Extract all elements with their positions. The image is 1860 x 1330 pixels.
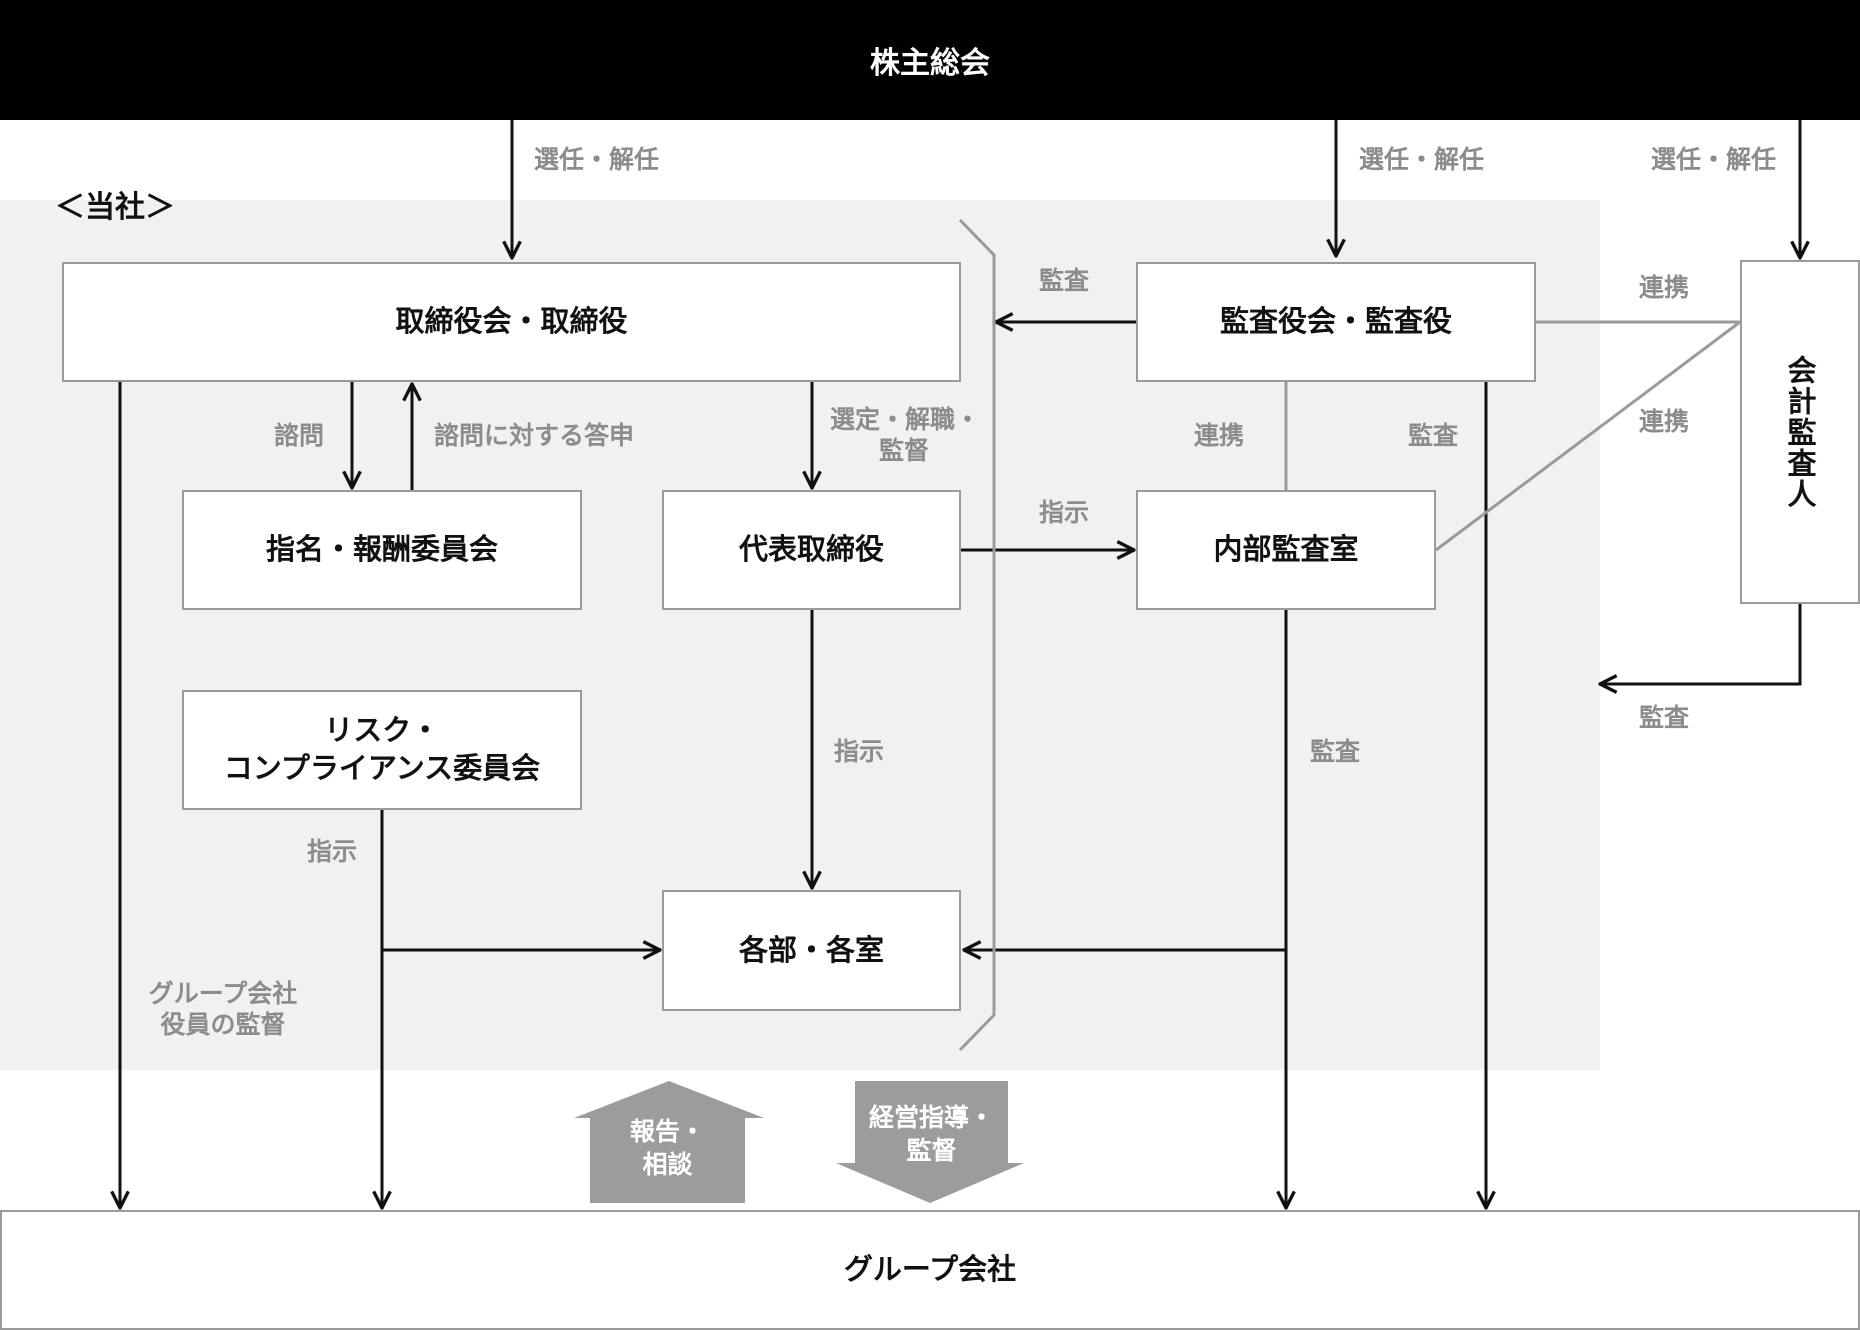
- group-company-box: グループ会社: [0, 1210, 1860, 1330]
- audit-board-box: 監査役会・監査役: [1136, 262, 1536, 382]
- representative-director-box: 代表取締役: [662, 490, 961, 610]
- shareholders-meeting-bar: [0, 0, 1860, 120]
- bracket-line: [958, 218, 996, 1052]
- departments-box: 各部・各室: [662, 890, 961, 1011]
- risk-committee-line2: コンプライアンス委員会: [223, 751, 541, 785]
- label-elect-board: 選任・解任: [534, 145, 660, 174]
- label-consult: 諮問: [274, 421, 325, 450]
- label-instruct-risk: 指示: [307, 837, 358, 866]
- label-renkei-top: 連携: [1639, 273, 1690, 302]
- label-group-supervision-line1: グループ会社: [148, 979, 298, 1008]
- label-group-supervision: グループ会社 役員の監督: [138, 978, 308, 1041]
- nomination-committee-box: 指名・報酬委員会: [182, 490, 582, 610]
- label-renkei-internal: 連携: [1194, 421, 1245, 450]
- internal-audit-box: 内部監査室: [1136, 490, 1436, 610]
- label-elect-accounting: 選任・解任: [1651, 145, 1777, 174]
- line-renkei-mid: [1435, 320, 1741, 552]
- arrow-audit-accounting: [1600, 604, 1802, 684]
- board-box: 取締役会・取締役: [62, 262, 961, 382]
- report-line2: 相談: [642, 1149, 693, 1179]
- report-line1: 報告・: [629, 1117, 705, 1146]
- guide-line1: 経営指導・: [868, 1103, 994, 1132]
- label-audit-right: 監査: [1408, 421, 1459, 450]
- shareholders-meeting-label: 株主総会: [870, 46, 990, 81]
- report-consult-text: 報告・ 相談: [590, 1116, 745, 1181]
- label-select: 選定・解職・ 監督: [830, 404, 981, 467]
- label-audit-accounting: 監査: [1639, 703, 1690, 732]
- label-instruct-dept: 指示: [834, 737, 885, 766]
- label-instruct-internal: 指示: [1039, 498, 1090, 527]
- label-answer: 諮問に対する答申: [434, 421, 635, 450]
- guidance-supervision-text: 経営指導・ 監督: [855, 1102, 1008, 1167]
- accounting-auditor-label: 会計監査人: [1783, 354, 1817, 510]
- label-audit-to-board: 監査: [1039, 266, 1090, 295]
- guide-line2: 監督: [906, 1135, 957, 1165]
- big-arrow-guide: [836, 1081, 1024, 1203]
- label-select-line1: 選定・解職・: [830, 405, 981, 434]
- risk-committee-line1: リスク・: [324, 713, 440, 748]
- label-renkei-mid: 連携: [1639, 407, 1690, 436]
- label-elect-audit: 選任・解任: [1359, 145, 1485, 174]
- label-audit-internal: 監査: [1310, 737, 1361, 766]
- accounting-auditor-box: 会計監査人: [1740, 260, 1860, 604]
- company-label: ＜当社＞: [55, 190, 175, 225]
- label-select-line2: 監督: [878, 436, 929, 466]
- big-arrow-report: [574, 1081, 764, 1203]
- label-group-supervision-line2: 役員の監督: [160, 1010, 286, 1040]
- risk-committee-box: リスク・ コンプライアンス委員会: [182, 690, 582, 810]
